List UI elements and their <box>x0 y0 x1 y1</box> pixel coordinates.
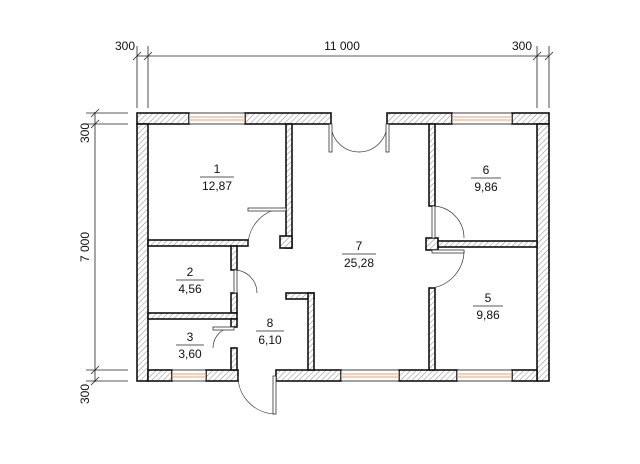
room-area: 9,86 <box>474 180 498 194</box>
room-3-label: 3 3,60 <box>176 330 204 361</box>
left-dimensions: 300 7 000 300 <box>78 108 128 404</box>
room3-door <box>212 326 235 349</box>
room-7-label: 7 25,28 <box>342 239 376 270</box>
room-area: 9,86 <box>476 308 500 322</box>
room6-door <box>431 205 465 239</box>
entrance-double-door <box>328 123 390 153</box>
window-bottom-right <box>456 369 513 382</box>
room-number: 5 <box>485 291 492 305</box>
room-number: 8 <box>267 316 274 330</box>
room-8-label: 8 6,10 <box>256 316 284 347</box>
windows <box>171 112 513 382</box>
room-1-label: 1 12,87 <box>200 162 234 193</box>
window-bottom-center <box>340 369 400 382</box>
room5-door <box>431 249 465 289</box>
room-number: 7 <box>356 239 363 253</box>
room2-door <box>233 269 258 294</box>
room-number: 2 <box>187 265 194 279</box>
top-dimensions: 300 11 000 300 <box>115 39 554 108</box>
room1-door <box>247 207 287 247</box>
room-area: 12,87 <box>202 179 232 193</box>
window-top-right <box>451 112 513 125</box>
window-top-left <box>188 112 246 125</box>
window-bottom-room3 <box>171 369 207 382</box>
room-number: 3 <box>187 330 194 344</box>
bottom-exterior-door <box>237 375 277 415</box>
left-dim-top: 300 <box>78 123 92 143</box>
interior-walls <box>147 123 538 371</box>
room-area: 4,56 <box>178 282 202 296</box>
room-area: 6,10 <box>258 333 282 347</box>
room-area: 3,60 <box>178 347 202 361</box>
top-dim-right: 300 <box>512 39 532 53</box>
room-area: 25,28 <box>344 256 374 270</box>
doors <box>212 123 465 415</box>
room-6-label: 6 9,86 <box>471 163 501 194</box>
room-number: 6 <box>483 163 490 177</box>
room-labels: 1 12,87 2 4,56 3 3,60 5 9,86 6 9,86 7 25… <box>176 162 503 361</box>
room-2-label: 2 4,56 <box>176 265 204 296</box>
room-number: 1 <box>214 162 221 176</box>
top-dim-left: 300 <box>115 39 135 53</box>
room-5-label: 5 9,86 <box>473 291 503 322</box>
left-dim-bottom: 300 <box>78 384 92 404</box>
left-dim-total: 7 000 <box>78 232 92 262</box>
exterior-walls <box>136 112 550 382</box>
top-dim-total: 11 000 <box>324 39 360 53</box>
